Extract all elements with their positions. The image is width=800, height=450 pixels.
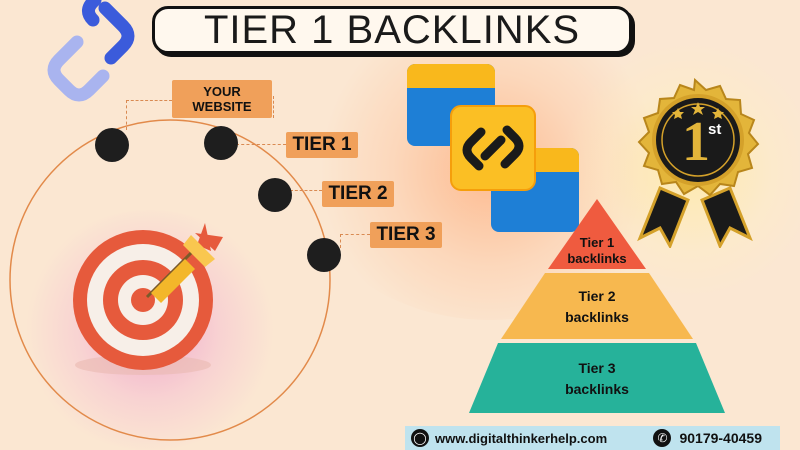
orbit-dot-tier2 xyxy=(258,178,292,212)
link-tile xyxy=(450,105,536,191)
chain-link-icon xyxy=(47,0,135,102)
leader-website-v2 xyxy=(273,96,274,118)
phone-icon: ✆ xyxy=(653,429,672,447)
pyramid-tier2-segment xyxy=(501,273,693,339)
leader-tier3 xyxy=(340,234,370,235)
globe-icon: ◯ xyxy=(411,429,429,447)
pyramid-tier1-line1: Tier 1 xyxy=(580,235,614,250)
leader-tier2 xyxy=(290,190,322,191)
title-banner: TIER 1 BACKLINKS xyxy=(152,6,632,54)
badge-stars xyxy=(672,102,724,119)
orbit-dot-tier1 xyxy=(204,126,238,160)
page-title: TIER 1 BACKLINKS xyxy=(203,7,581,52)
tag-your-website: YOUR WEBSITE xyxy=(172,80,272,118)
pyramid-tier3-segment xyxy=(469,343,725,413)
leader-website-h xyxy=(126,100,172,101)
contact-footer: ◯ www.digitalthinkerhelp.com ✆ 90179-404… xyxy=(405,426,780,450)
website-url[interactable]: www.digitalthinkerhelp.com xyxy=(435,430,608,446)
orbit-dot-tier3 xyxy=(307,238,341,272)
pyramid-tier1-segment xyxy=(548,199,646,269)
leader-website-v xyxy=(126,100,127,130)
tier-pyramid: Tier 1 backlinks Tier 2 backlinks Tier 3… xyxy=(469,199,725,413)
gold-medal-icon: 1 st xyxy=(637,78,760,248)
badge-number: 1 xyxy=(682,111,710,173)
tag-tier3: TIER 3 xyxy=(370,222,442,248)
badge-suffix: st xyxy=(708,121,721,138)
leader-tier1 xyxy=(236,144,286,145)
pyramid-tier1-line2: backlinks xyxy=(567,251,626,266)
browser-window-icon xyxy=(407,64,579,232)
pyramid-tier2-line1: Tier 2 xyxy=(578,288,615,304)
pyramid-tier2-line2: backlinks xyxy=(565,309,629,325)
tag-tier2: TIER 2 xyxy=(322,181,394,207)
phone-number[interactable]: 90179-40459 xyxy=(679,430,762,446)
pyramid-tier3-line2: backlinks xyxy=(565,381,629,397)
target-dart-icon xyxy=(73,223,223,375)
tag-tier1: TIER 1 xyxy=(286,132,358,158)
orbit-dot-website xyxy=(95,128,129,162)
leader-tier3-v xyxy=(340,234,341,248)
pyramid-tier3-line1: Tier 3 xyxy=(578,360,615,376)
